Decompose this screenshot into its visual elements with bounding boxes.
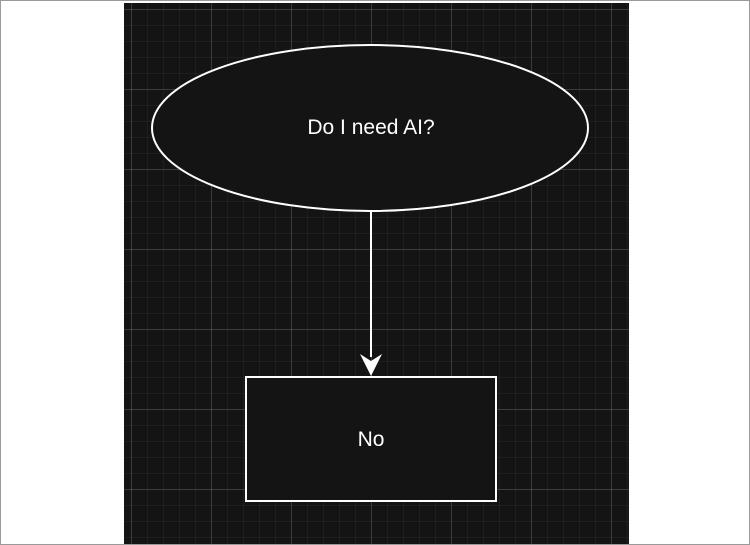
question-label: Do I need AI?: [307, 116, 435, 139]
process-node-answer[interactable]: [245, 376, 497, 502]
answer-label: No: [357, 428, 385, 451]
connector-arrowhead: [360, 354, 382, 376]
